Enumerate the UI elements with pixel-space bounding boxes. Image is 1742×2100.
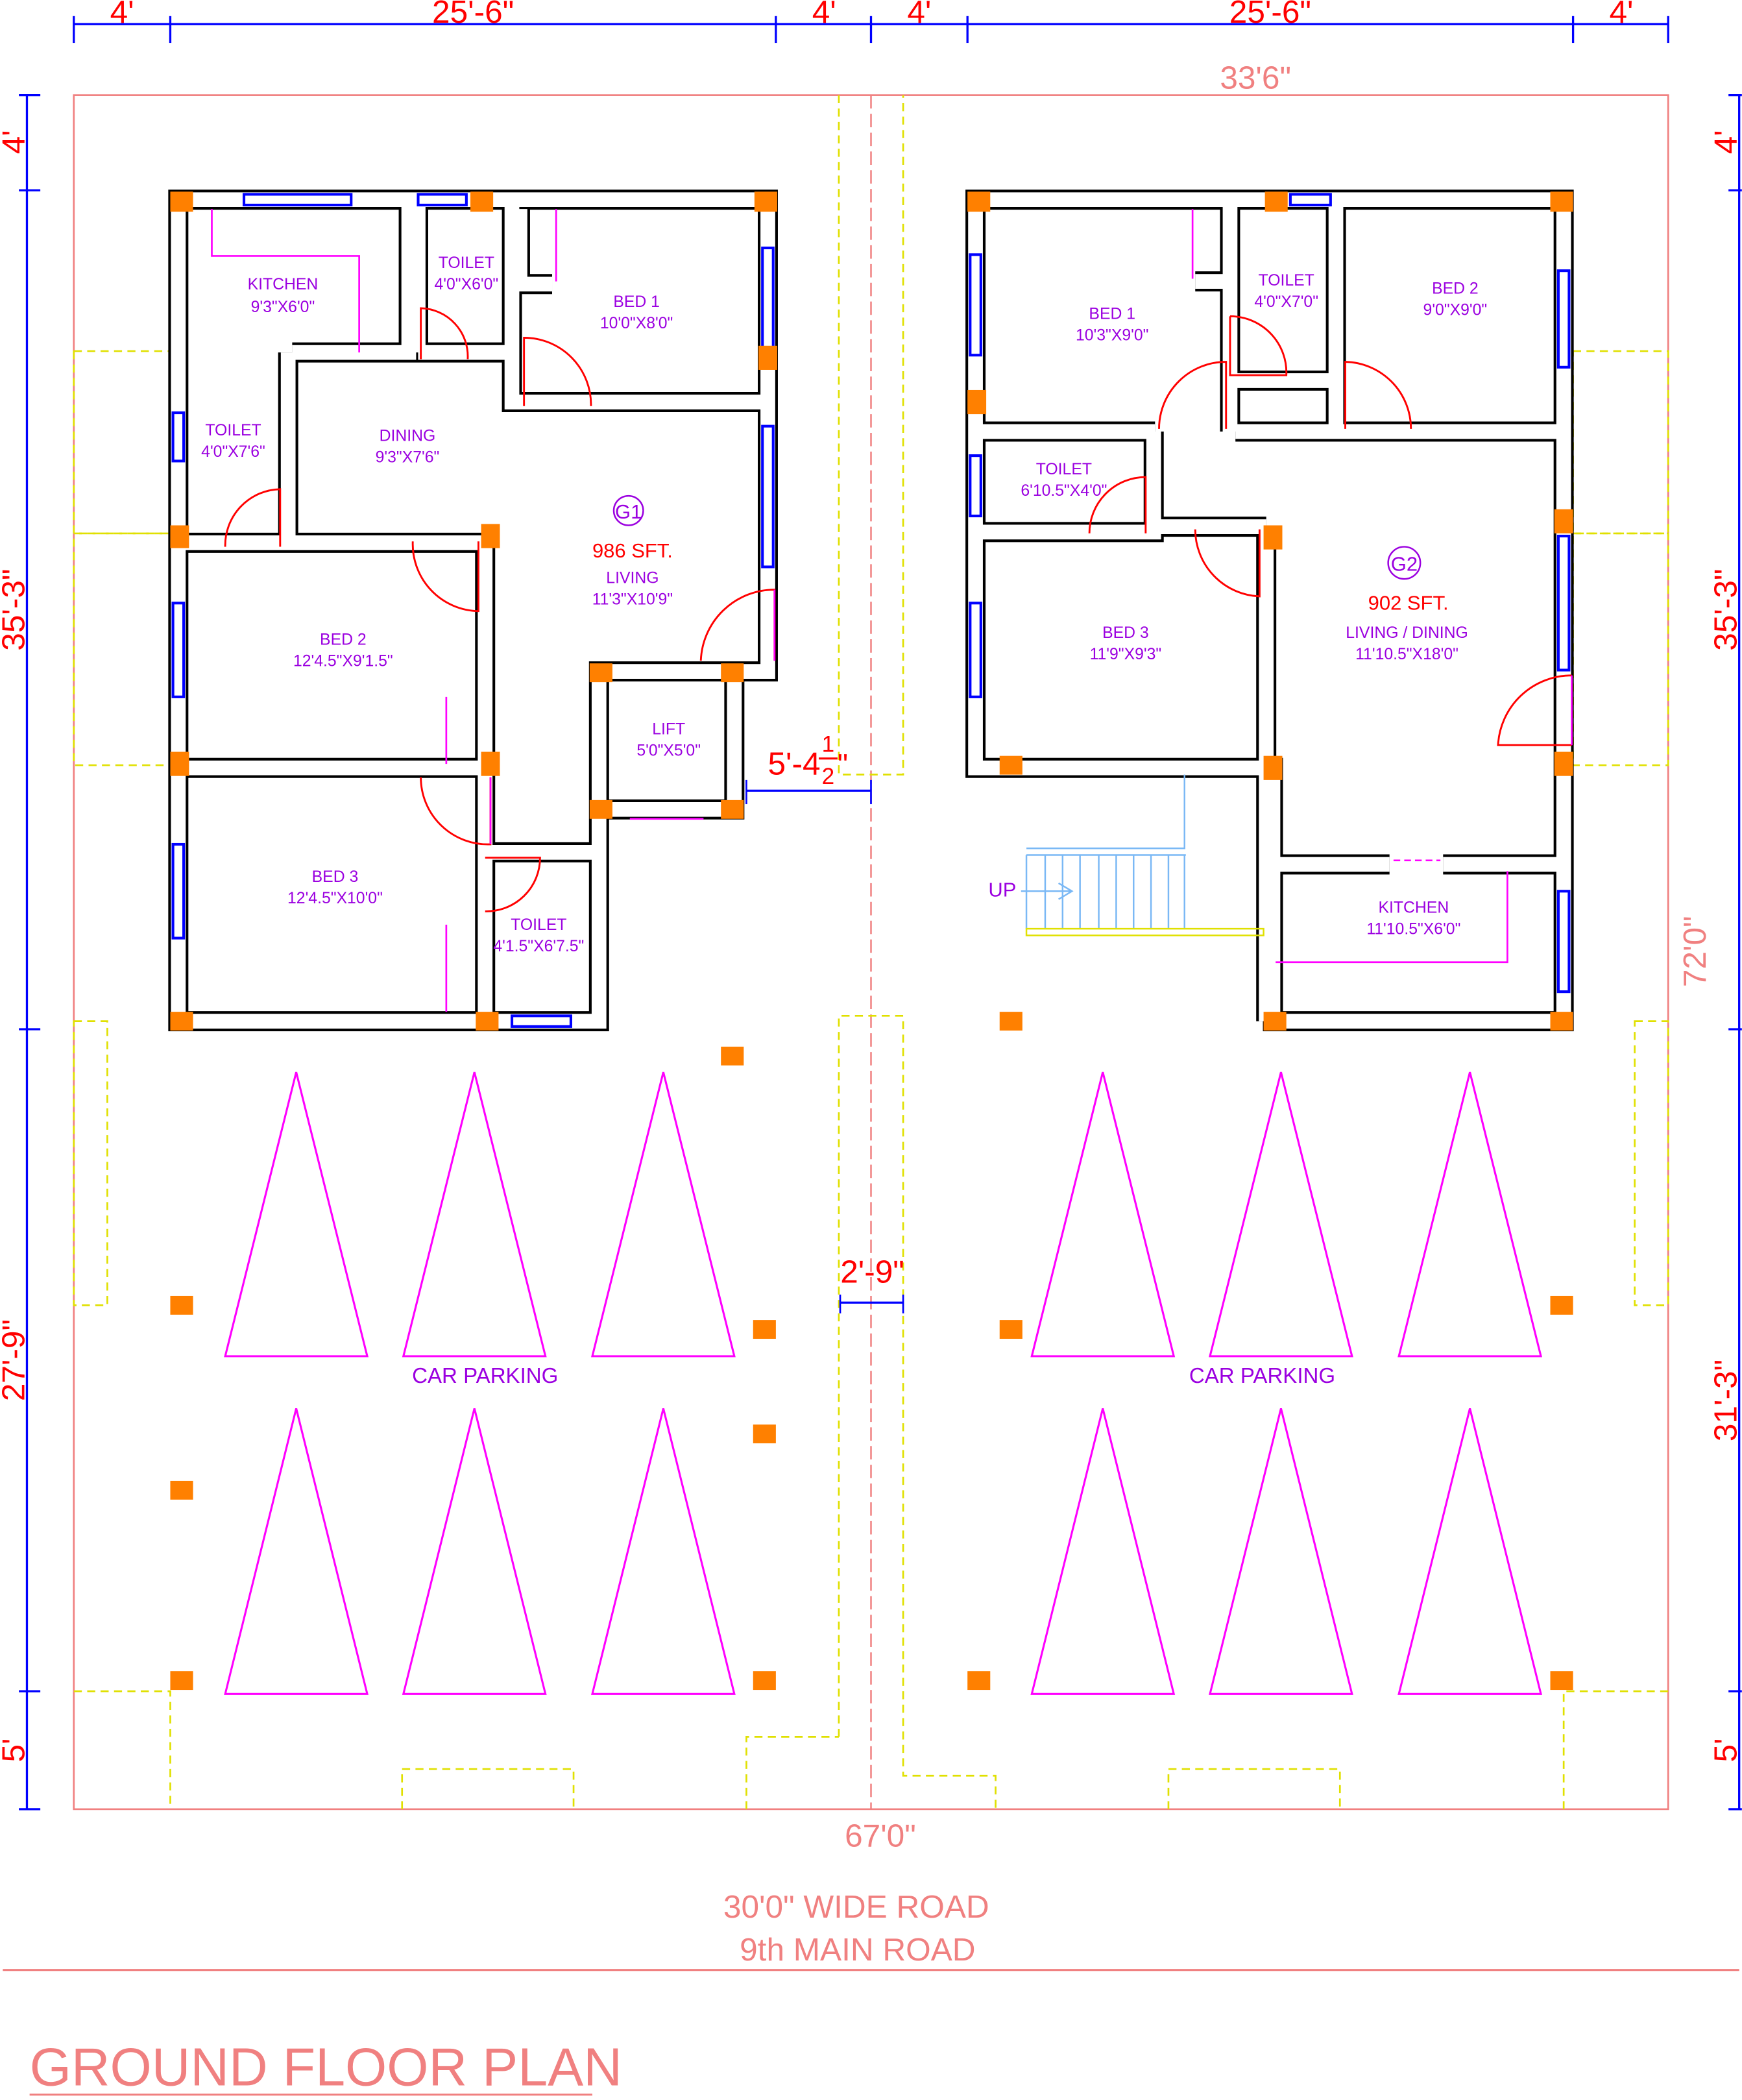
room-name: BED 2 <box>1432 280 1479 297</box>
room-size: 4'0"X7'6" <box>201 443 265 461</box>
room-name: TOILET <box>439 254 494 272</box>
g2-room-labels: BED 1 10'3"X9'0" TOILET 4'0"X7'0" BED 2 … <box>1021 272 1487 938</box>
room-name: LIVING / DINING <box>1346 624 1468 642</box>
dim-label: 4' <box>907 0 931 30</box>
room-name: TOILET <box>1036 461 1092 478</box>
room-name: BED 3 <box>1102 624 1149 642</box>
room-size: 10'0"X8'0" <box>600 315 673 332</box>
room-name: BED 3 <box>312 868 359 886</box>
top-dimension-line: 4' 25'-6" 4' 4' 25'-6" 4' <box>73 0 1669 43</box>
room-size: 9'0"X9'0" <box>1423 301 1488 319</box>
parking-bay <box>590 1408 736 1695</box>
parking-bay <box>1208 1408 1353 1695</box>
parking-bay <box>1030 1408 1176 1695</box>
car-parking-label: CAR PARKING <box>1189 1364 1335 1388</box>
unit-area: 986 SFT. <box>592 539 673 562</box>
unit-area: 902 SFT. <box>1368 592 1449 615</box>
car-parking-label: CAR PARKING <box>412 1364 558 1388</box>
dim-label: 4' <box>812 0 836 30</box>
road-width-label: 30'0" WIDE ROAD <box>723 1888 989 1925</box>
stair-up-label: UP <box>988 879 1016 901</box>
room-name: BED 2 <box>320 631 367 648</box>
unit-tag: G2 <box>1391 553 1418 576</box>
room-size: 10'3"X9'0" <box>1076 327 1148 345</box>
room-name: LIVING <box>606 569 659 587</box>
gap-dim-label: 5'-4 <box>768 746 820 782</box>
car-parking-right: CAR PARKING <box>1030 1071 1543 1695</box>
g1-windows <box>171 193 775 1028</box>
parking-bay <box>224 1408 369 1695</box>
room-name: BED 1 <box>1089 305 1135 323</box>
plot-width-bottom-label: 67'0" <box>845 1818 916 1854</box>
gap-dim-fraction-den: 2 <box>822 764 835 789</box>
plot-width-label: 33'6" <box>1220 59 1291 95</box>
room-name: KITCHEN <box>248 276 319 293</box>
room-name: BED 1 <box>613 293 660 311</box>
room-name: TOILET <box>511 916 566 934</box>
parking-gap-dimension: 2'-9" <box>839 1253 904 1313</box>
right-dimension-line: 4' 35'-3" 31'-3" 5' <box>1708 93 1742 1811</box>
g1-room-labels: KITCHEN 9'3"X6'0" TOILET 4'0"X6'0" BED 1… <box>201 254 701 955</box>
car-parking-left: CAR PARKING <box>224 1071 736 1695</box>
parking-bay <box>402 1408 547 1695</box>
unit-tag-circle <box>612 494 644 526</box>
g2-doors <box>1088 315 1572 746</box>
gap-dimension: 5'-4 1 2 " <box>745 732 872 805</box>
room-name: DINING <box>380 427 436 445</box>
room-size: 6'10.5"X4'0" <box>1021 482 1107 500</box>
parking-bay <box>590 1071 736 1358</box>
road-name-label: 9th MAIN ROAD <box>740 1931 975 1968</box>
parking-bay <box>402 1071 547 1358</box>
dim-label: 4' <box>0 130 31 154</box>
parking-bay <box>224 1071 369 1358</box>
dim-label: 31'-3" <box>1708 1360 1742 1441</box>
room-name: KITCHEN <box>1379 899 1449 916</box>
room-size: 12'4.5"X10'0" <box>287 890 383 907</box>
plot-depth-label: 72'0" <box>1676 916 1713 987</box>
room-size: 9'3"X6'0" <box>251 299 315 316</box>
dim-label: 35'-3" <box>0 569 31 651</box>
g1-fixtures <box>211 209 776 1012</box>
dim-label: 27'-9" <box>0 1319 31 1401</box>
room-size: 4'1.5"X6'7.5" <box>493 938 584 955</box>
parking-gap-label: 2'-9" <box>840 1253 904 1289</box>
g1-doors <box>224 307 776 912</box>
gap-dim-inch: " <box>838 748 848 781</box>
dim-label: 25'-6" <box>1229 0 1311 30</box>
dim-label: 25'-6" <box>432 0 514 30</box>
room-size: 11'10.5"X18'0" <box>1355 646 1458 663</box>
dim-label: 4' <box>1609 0 1633 30</box>
g2-fixtures <box>1191 209 1573 964</box>
gap-dim-fraction-num: 1 <box>822 732 835 757</box>
room-size: 4'0"X6'0" <box>435 276 499 293</box>
dim-label: 4' <box>110 0 134 30</box>
room-size: 11'3"X10'9" <box>592 591 673 608</box>
parking-bay <box>1208 1071 1353 1358</box>
room-size: 11'10.5"X6'0" <box>1366 920 1460 938</box>
room-size: 4'0"X7'0" <box>1254 293 1318 311</box>
room-name: TOILET <box>1259 272 1314 289</box>
unit-tag-circle <box>1387 546 1421 580</box>
g2-windows <box>969 193 1571 994</box>
room-size: 9'3"X7'6" <box>376 448 440 466</box>
room-size: 5'0"X5'0" <box>636 742 701 760</box>
room-name: TOILET <box>205 422 261 439</box>
unit-tag: G1 <box>615 500 642 523</box>
parking-bay <box>1397 1408 1543 1695</box>
staircase: UP <box>988 774 1264 936</box>
left-dimension-line: 4' 35'-3" 27'-9" 5' <box>0 93 41 1811</box>
dim-label: 35'-3" <box>1708 569 1742 651</box>
drawing-title: GROUND FLOOR PLAN <box>30 2036 622 2097</box>
room-size: 12'4.5"X9'1.5" <box>293 652 393 670</box>
dim-label: 5' <box>1708 1739 1742 1763</box>
dim-label: 4' <box>1708 130 1742 154</box>
room-size: 11'9"X9'3" <box>1090 646 1162 663</box>
dim-label: 5' <box>0 1739 31 1763</box>
room-name: LIFT <box>652 721 685 739</box>
parking-bay <box>1030 1071 1176 1358</box>
structural-columns <box>170 191 1573 1691</box>
parking-bay <box>1397 1071 1543 1358</box>
